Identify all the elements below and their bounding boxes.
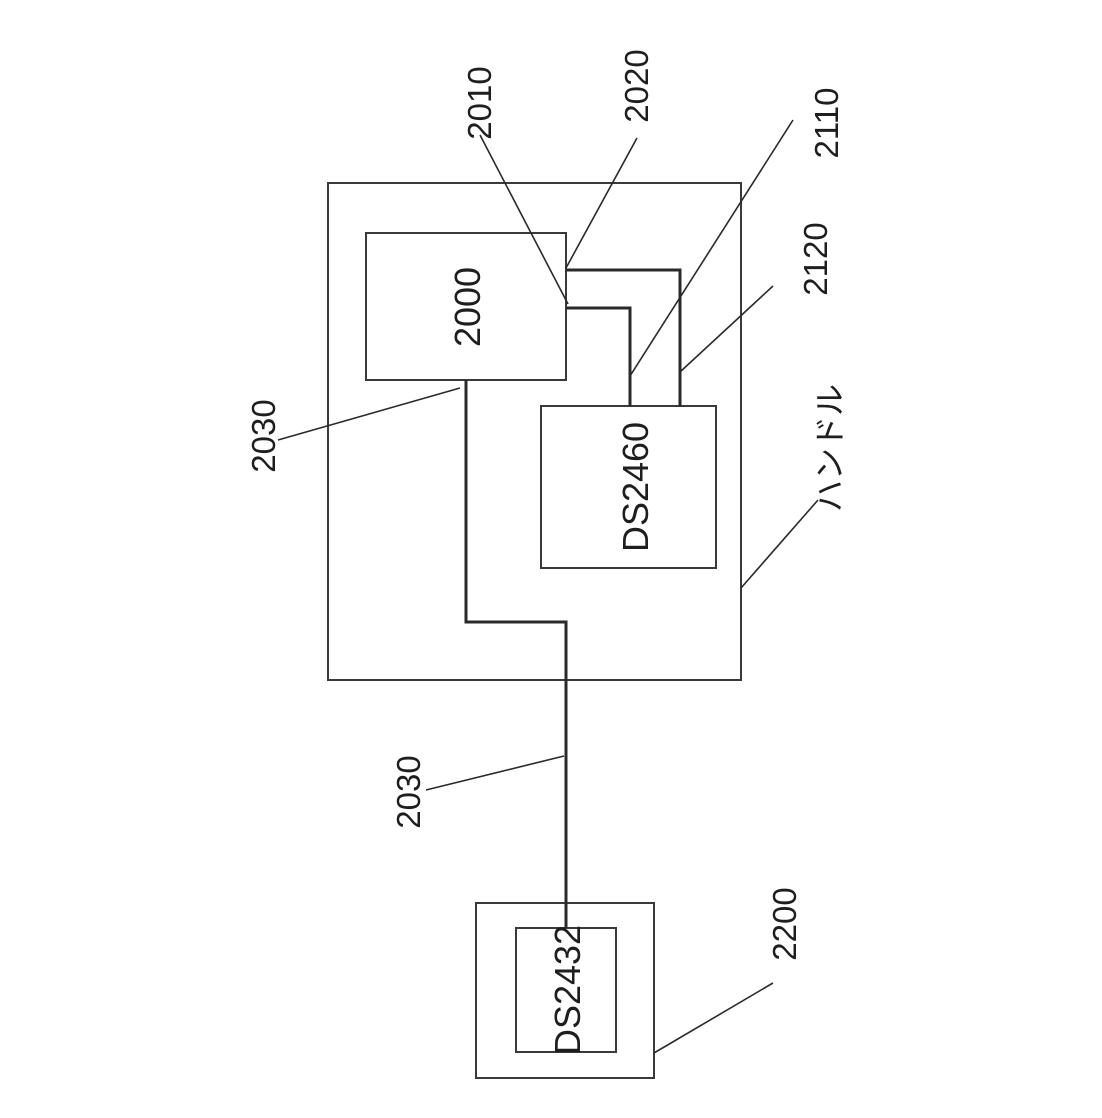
- leader-2120: [680, 286, 773, 372]
- ref-2200: 2200: [766, 887, 803, 960]
- leader-handle: [741, 500, 818, 588]
- handle-label: ハンドル: [811, 384, 849, 512]
- leader-2020: [566, 138, 637, 268]
- mcu-block-label: 2000: [447, 267, 488, 347]
- leader-2030-outside: [426, 756, 564, 790]
- ref-2110: 2110: [808, 88, 845, 159]
- leader-2110: [630, 120, 793, 376]
- ds2460-block-label: DS2460: [615, 422, 656, 552]
- wire-2030-bus: [466, 380, 566, 928]
- leader-2200: [654, 983, 773, 1053]
- ref-2020: 2020: [618, 49, 655, 122]
- ref-2120: 2120: [797, 222, 834, 295]
- wire-2020: [566, 270, 680, 406]
- leader-2010: [480, 135, 568, 304]
- wire-2010: [566, 308, 630, 406]
- ref-2030-outside: 2030: [390, 755, 427, 828]
- ref-2030-inside: 2030: [245, 399, 282, 472]
- ref-2010: 2010: [461, 66, 498, 139]
- handle-enclosure: [328, 183, 741, 680]
- leader-2030-inside: [278, 388, 460, 440]
- ds2432-block-label: DS2432: [547, 925, 588, 1055]
